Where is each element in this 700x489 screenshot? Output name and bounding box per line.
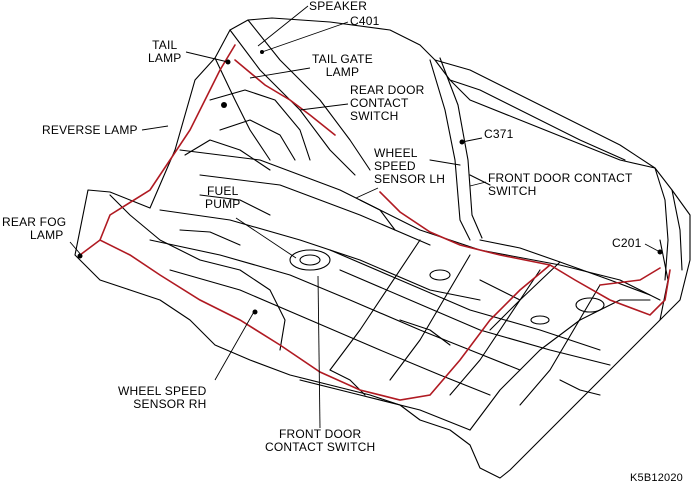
leader-wheel-speed-rh (214, 309, 256, 381)
connector-dot (225, 59, 231, 65)
label-line: WHEEL (374, 146, 418, 160)
label-front-door-contact-switch-right: FRONT DOOR CONTACT SWITCH (488, 172, 632, 198)
label-line: CONTACT (350, 96, 409, 110)
leader-speaker (257, 5, 309, 47)
connector-dot (657, 249, 663, 255)
leader-wheel-speed-lh (355, 187, 379, 199)
label-line: FRONT DOOR (278, 427, 362, 441)
rear-wheel-arch (109, 194, 286, 351)
connector-dot (459, 139, 465, 145)
label-wheel-speed-sensor-rh: WHEEL SPEED SENSOR RH (118, 385, 206, 411)
harness-c201 (599, 267, 661, 286)
label-line: SENSOR LH (374, 172, 446, 186)
center-tunnel (329, 249, 601, 351)
label-line: WHEEL SPEED (118, 384, 207, 398)
label-line: CONTACT SWITCH (265, 440, 376, 454)
label-line: LAMP (148, 51, 182, 65)
label-line: SPEED (374, 159, 416, 173)
leader-fuel-pump (235, 217, 297, 259)
leader-c371 (461, 137, 483, 143)
roof-rail (434, 59, 656, 169)
leader-c201 (644, 243, 661, 253)
leader-rear-door (299, 103, 349, 111)
label-line: LAMP (325, 65, 360, 79)
label-line: TAIL GATE (312, 52, 373, 66)
label-c371: C371 (484, 127, 514, 141)
label-line: LAMP (30, 228, 64, 242)
connector-dot (221, 102, 227, 108)
side-sill (299, 379, 471, 431)
label-c201: C201 (612, 236, 642, 250)
label-speaker: SPEAKER (309, 0, 368, 13)
label-line: SWITCH (350, 109, 399, 123)
harness-rear-door (234, 59, 336, 136)
leader-reverse-lamp (141, 125, 169, 131)
figure-code: K5B12020 (630, 472, 683, 484)
label-fuel-pump: FUEL PUMP (205, 185, 240, 211)
label-c401: C401 (350, 14, 380, 28)
harness-left-rear (99, 44, 236, 241)
harness-floor (379, 191, 551, 266)
label-line: SENSOR RH (133, 397, 207, 411)
leader-tail-gate-lamp (249, 67, 311, 79)
connector-dot (77, 253, 83, 259)
label-line: SWITCH (488, 184, 537, 198)
label-reverse-lamp: REVERSE LAMP (42, 123, 138, 137)
label-line: FRONT DOOR CONTACT (488, 171, 633, 185)
label-front-door-contact-switch-bottom: FRONT DOOR CONTACT SWITCH (265, 428, 375, 454)
label-rear-door-contact-switch: REAR DOOR CONTACT SWITCH (350, 84, 424, 123)
leader-c401 (261, 21, 349, 53)
label-line: FUEL (207, 184, 239, 198)
label-line: REAR DOOR (350, 83, 425, 97)
connector-dot (260, 50, 264, 54)
label-line: PUMP (205, 197, 241, 211)
b-pillar (429, 59, 471, 241)
leader-front-door-right (469, 181, 487, 187)
label-line: TAIL (152, 38, 178, 52)
leader-front-door-bottom (317, 275, 321, 429)
harness-main (79, 239, 671, 401)
body-outline (74, 17, 691, 479)
connector-dot (252, 309, 258, 315)
leader-tail-lamp (185, 51, 229, 63)
label-wheel-speed-sensor-lh: WHEEL SPEED SENSOR LH (374, 147, 445, 186)
trunk-area (209, 89, 311, 161)
label-tail-gate-lamp: TAIL GATE LAMP (312, 53, 373, 79)
a-pillar (654, 167, 669, 281)
label-rear-fog-lamp: REAR FOG LAMP (2, 216, 66, 242)
label-line: REAR FOG (2, 215, 67, 229)
label-tail-lamp: TAIL LAMP (148, 39, 181, 65)
